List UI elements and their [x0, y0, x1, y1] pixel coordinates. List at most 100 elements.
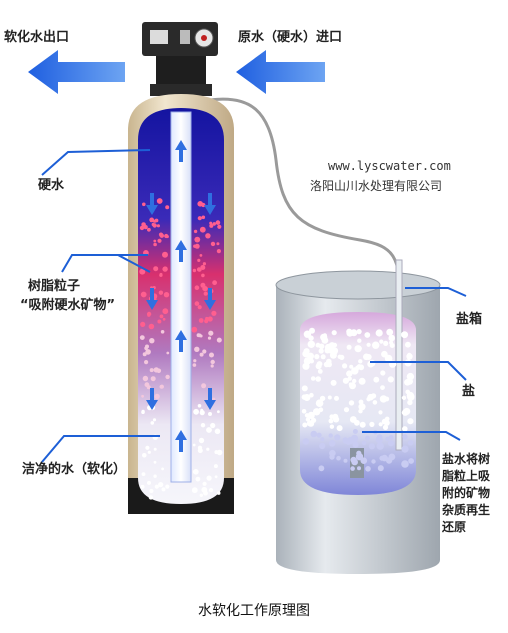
- salt-pellet: [347, 437, 355, 444]
- flow-down-arrow: [146, 388, 158, 410]
- leader-lines: [41, 149, 467, 463]
- salt-pellet: [314, 354, 320, 360]
- salt-pellet: [346, 370, 353, 377]
- resin-bead: [157, 238, 162, 243]
- salt-pellet: [310, 376, 316, 381]
- resin-bead: [139, 335, 145, 340]
- raw-inlet-label: 原水（硬水）进口: [238, 30, 343, 45]
- salt-pellet: [320, 354, 326, 360]
- resin-bead: [216, 249, 221, 254]
- flow-up-arrow: [175, 430, 187, 452]
- salt-pellet: [321, 337, 329, 344]
- salt-pellet: [357, 338, 362, 343]
- resin-beads: [139, 198, 223, 500]
- resin-bead: [201, 383, 207, 389]
- salt-pellet: [333, 416, 340, 423]
- salt-pellet: [319, 442, 326, 450]
- inlet-arrow: [236, 50, 325, 94]
- salt-pellet: [385, 436, 390, 441]
- salt-pellet: [407, 440, 414, 446]
- resin-bead: [164, 233, 169, 239]
- resin-bead: [217, 224, 222, 229]
- resin-bead: [197, 216, 202, 221]
- resin-bead: [216, 449, 223, 456]
- salt-pellet: [350, 466, 355, 471]
- salt-pellet: [401, 460, 409, 468]
- salt-pellet: [388, 334, 396, 342]
- resin-bead: [199, 254, 203, 257]
- resin-bead: [198, 318, 204, 323]
- salt-pellet: [329, 414, 335, 420]
- salt-pellet: [342, 377, 349, 384]
- salt-pellet: [309, 392, 314, 398]
- salt-pellet: [313, 408, 321, 416]
- salt-pellet: [358, 364, 365, 371]
- resin-bead: [154, 484, 159, 489]
- resin-bead: [142, 352, 147, 357]
- salt-pellet: [330, 379, 337, 386]
- resin-bead: [152, 418, 157, 422]
- resin-bead: [201, 215, 206, 220]
- salt-pellet: [365, 466, 371, 472]
- salt-pellet: [303, 357, 311, 365]
- resin-bead: [210, 359, 215, 365]
- salt-pellet: [357, 466, 361, 471]
- resin-bead: [209, 352, 214, 358]
- salt-pellet: [379, 395, 388, 403]
- salt-pellet: [336, 425, 343, 432]
- salt-pellet: [327, 395, 332, 400]
- salt-pellet: [401, 331, 409, 339]
- salt-pellet: [370, 393, 377, 399]
- leader-resin-1: [61, 254, 151, 273]
- salt-pellet: [319, 395, 326, 402]
- resin-bead: [193, 359, 197, 363]
- salt-pellet: [388, 435, 394, 440]
- watermark-company: 洛阳山川水处理有限公司: [310, 179, 443, 193]
- salt-pellet: [368, 443, 375, 450]
- salt-pellet: [382, 424, 389, 430]
- resin-bead: [162, 251, 168, 258]
- salt-pellet: [358, 359, 363, 364]
- salt-pellet: [337, 354, 342, 359]
- resin-bead: [193, 244, 197, 248]
- resin-bead: [153, 266, 159, 272]
- salt-pellet: [352, 378, 357, 384]
- resin-bead: [151, 222, 155, 227]
- resin-bead: [192, 268, 197, 273]
- resin-bead: [145, 344, 149, 349]
- resin-bead: [201, 486, 208, 493]
- salt-pellet: [318, 343, 325, 350]
- resin-bead: [142, 375, 149, 382]
- salt-pellet: [349, 329, 354, 335]
- resin-bead: [196, 333, 201, 338]
- resin-bead: [159, 384, 164, 389]
- resin-bead: [197, 258, 201, 262]
- resin-bead: [165, 484, 170, 489]
- salt-pellet: [318, 348, 324, 354]
- flow-arrows: [146, 140, 216, 452]
- resin-bead: [154, 393, 160, 400]
- leader-regeneration: [362, 431, 461, 441]
- salt-pellet: [310, 430, 318, 438]
- resin-bead: [194, 346, 200, 352]
- resin-bead: [196, 267, 202, 272]
- brine-line: [209, 97, 402, 301]
- resin-bead: [153, 239, 157, 243]
- resin-bead: [156, 198, 163, 204]
- resin-bead: [206, 447, 210, 451]
- resin-bead: [210, 364, 214, 368]
- salt-pellet: [328, 440, 336, 447]
- salt-pellet: [365, 435, 370, 441]
- resin-bead: [162, 317, 166, 321]
- salt-pellet: [324, 343, 333, 352]
- flow-up-arrow: [175, 330, 187, 352]
- salt-pellet: [401, 445, 409, 453]
- salt-pellet: [318, 465, 325, 472]
- resin-bead: [157, 319, 162, 324]
- resin-bead: [147, 227, 151, 232]
- diagram-caption: 水软化工作原理图: [198, 603, 310, 619]
- resin-bead: [197, 448, 203, 454]
- leader-salt: [370, 361, 467, 381]
- salt-pellet: [322, 333, 327, 338]
